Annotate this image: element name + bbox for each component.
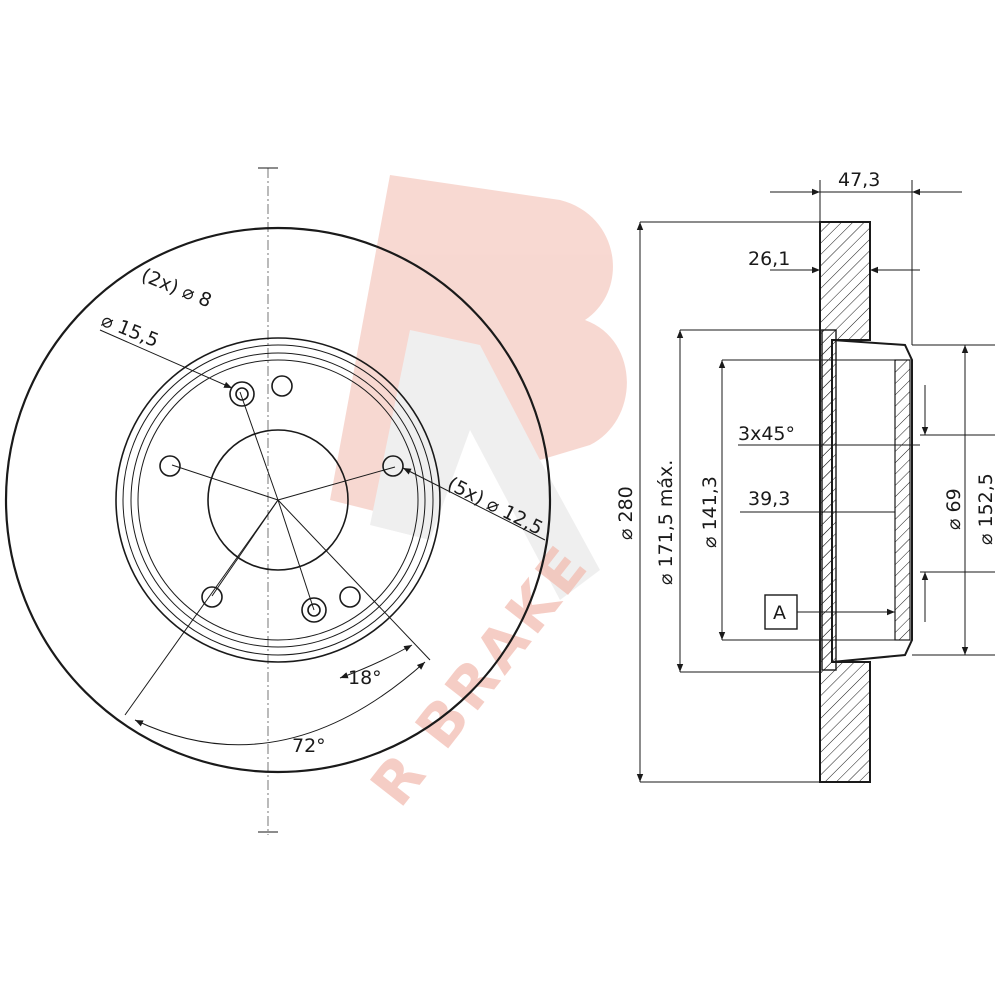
bolt-hole-5 bbox=[159, 455, 181, 477]
small-hole-1-outer bbox=[229, 381, 255, 407]
label-chamfer: 3x45° bbox=[738, 423, 795, 445]
section-view: 47,3 26,1 ⌀ 280 ⌀ 171,5 máx. ⌀ 141,3 3x4… bbox=[615, 169, 997, 783]
leader-small-hole bbox=[99, 329, 233, 389]
label-outer-diameter: ⌀ 280 bbox=[615, 486, 637, 540]
bolt-hole-3 bbox=[339, 586, 361, 608]
label-friction-inner: ⌀ 171,5 máx. bbox=[655, 460, 677, 585]
disc-outer-edge bbox=[4, 226, 552, 774]
angle-arc-72 bbox=[134, 661, 426, 746]
watermark-shadow-shape bbox=[370, 330, 600, 600]
radial-line-b bbox=[277, 466, 396, 501]
label-hat-diameter: ⌀ 152,5 bbox=[975, 473, 997, 545]
radial-line-c bbox=[277, 499, 315, 611]
radial-line-a bbox=[239, 391, 279, 501]
radial-line-e bbox=[171, 464, 279, 501]
label-angle-18: 18° bbox=[348, 667, 382, 689]
small-hole-2-outer bbox=[301, 597, 327, 623]
label-angle-72: 72° bbox=[292, 735, 326, 757]
small-hole-2-inner bbox=[307, 603, 321, 617]
datum-label: A bbox=[773, 602, 786, 624]
label-center-bore: ⌀ 69 bbox=[943, 488, 965, 530]
center-bore bbox=[207, 429, 349, 571]
watermark-text: R BRAKE bbox=[357, 532, 602, 819]
bolt-hole-4 bbox=[201, 586, 223, 608]
hat-ring-3 bbox=[137, 359, 419, 641]
section-hat bbox=[831, 339, 913, 663]
hat-ring-2 bbox=[130, 352, 426, 648]
bolt-hole-2 bbox=[382, 455, 404, 477]
datum-box bbox=[764, 594, 798, 630]
radial-line-72-right bbox=[277, 499, 431, 661]
section-vent-zone bbox=[821, 329, 837, 671]
small-hole-1-inner bbox=[235, 387, 249, 401]
label-large-hole: ⌀ 15,5 bbox=[98, 309, 162, 352]
label-total-height: 47,3 bbox=[838, 169, 880, 191]
label-bolt-circle: ⌀ 141,3 bbox=[699, 476, 721, 548]
radial-line-72-left bbox=[124, 499, 279, 716]
watermark-logo bbox=[330, 175, 627, 600]
label-small-holes: (2x) ⌀ 8 bbox=[138, 264, 215, 312]
leader-bolt-hole bbox=[402, 467, 546, 541]
section-hat-hatch bbox=[894, 359, 911, 641]
label-depth: 39,3 bbox=[748, 488, 790, 510]
bolt-hole-1 bbox=[271, 375, 293, 397]
hat-ring-1 bbox=[122, 344, 434, 656]
label-hat-height: 26,1 bbox=[748, 248, 790, 270]
